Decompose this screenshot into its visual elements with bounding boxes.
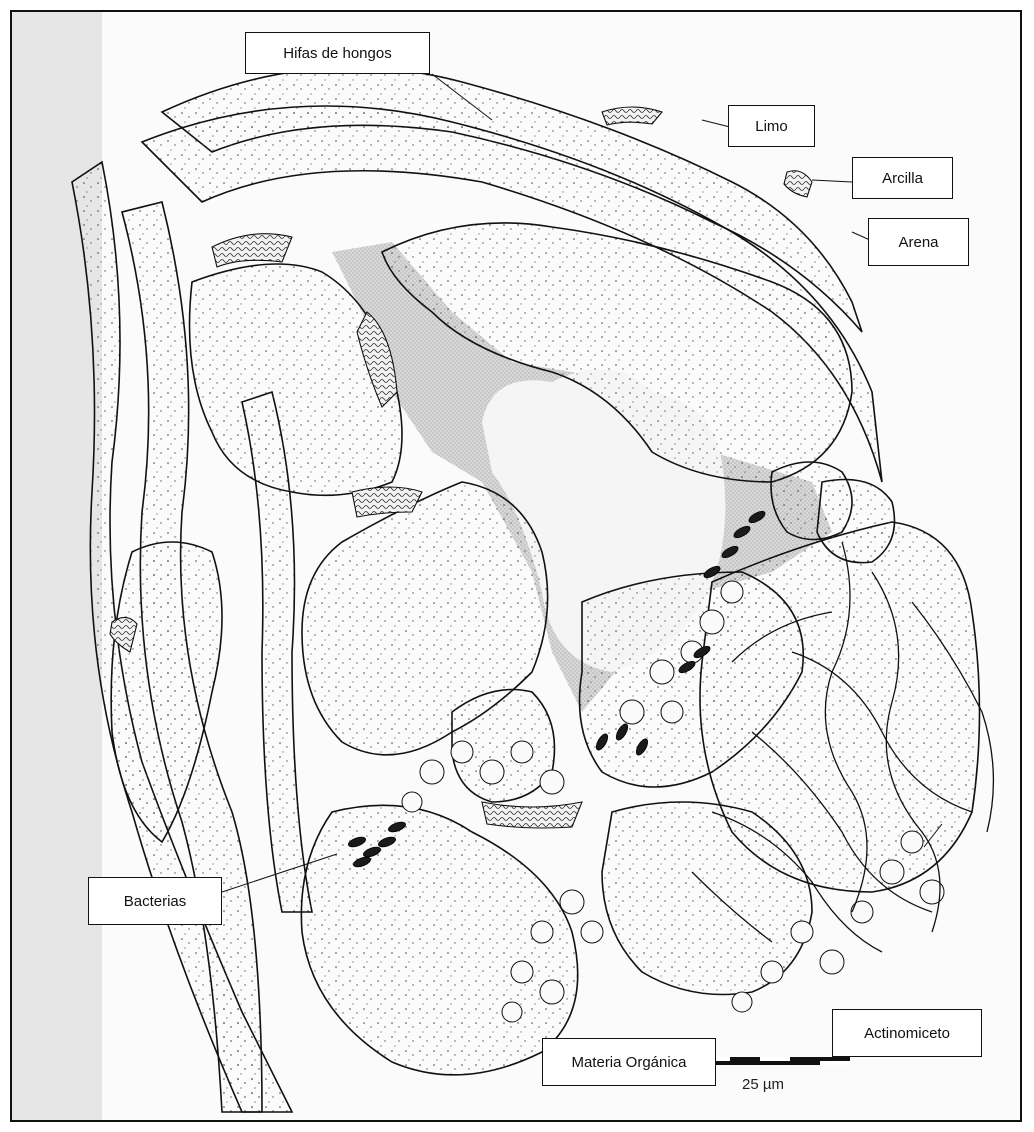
label-actinomiceto: Actinomiceto [832,1009,982,1057]
label-arena: Arena [868,218,969,266]
label-arcilla: Arcilla [852,157,953,199]
label-bacterias: Bacterias [88,877,222,925]
label-materia-organica: Materia Orgánica [542,1038,716,1086]
label-hifas-de-hongos: Hifas de hongos [245,32,430,74]
diagram-frame: Hifas de hongos Limo Arcilla Arena Bacte… [10,10,1022,1122]
label-limo: Limo [728,105,815,147]
scale-bar-label: 25 µm [742,1076,784,1093]
